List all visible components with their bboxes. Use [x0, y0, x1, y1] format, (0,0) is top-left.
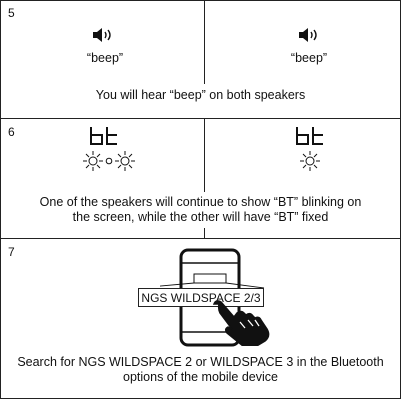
- frame-border-top: [0, 0, 401, 1]
- step6-caption-line1: One of the speakers will continue to sho…: [39, 195, 362, 209]
- speaker-sound-icon: [299, 28, 317, 42]
- blinking-light-icon: [83, 151, 103, 171]
- column-divider-step5: [204, 0, 205, 84]
- dot-icon: [105, 157, 113, 165]
- beep-label-right: “beep”: [290, 51, 328, 65]
- beep-label-left: “beep”: [86, 51, 124, 65]
- frame-border-left: [0, 0, 1, 399]
- hand-pointer-icon: [212, 300, 270, 346]
- step-number: 5: [8, 6, 15, 20]
- row-divider-2: [0, 238, 401, 239]
- device-name-label: NGS WILDSPACE 2/3: [138, 288, 264, 307]
- step-number: 6: [8, 125, 15, 139]
- column-divider-step6: [204, 119, 205, 192]
- speaker-sound-icon: [93, 28, 111, 42]
- step6-caption-line2: the screen, while the other will have “B…: [72, 210, 329, 224]
- column-divider-step6-tick: [204, 228, 205, 238]
- step7-caption-line1: Search for NGS WILDSPACE 2 or WILDSPACE …: [17, 355, 384, 369]
- step5-caption: You will hear “beep” on both speakers: [95, 88, 306, 102]
- blinking-light-icon: [300, 151, 320, 171]
- blinking-light-icon: [115, 151, 135, 171]
- step-number: 7: [8, 245, 15, 259]
- bt-display-left: [90, 127, 117, 145]
- step7-caption-line2: options of the mobile device: [123, 370, 278, 384]
- row-divider-1: [0, 118, 401, 119]
- bt-display-right: [296, 127, 323, 145]
